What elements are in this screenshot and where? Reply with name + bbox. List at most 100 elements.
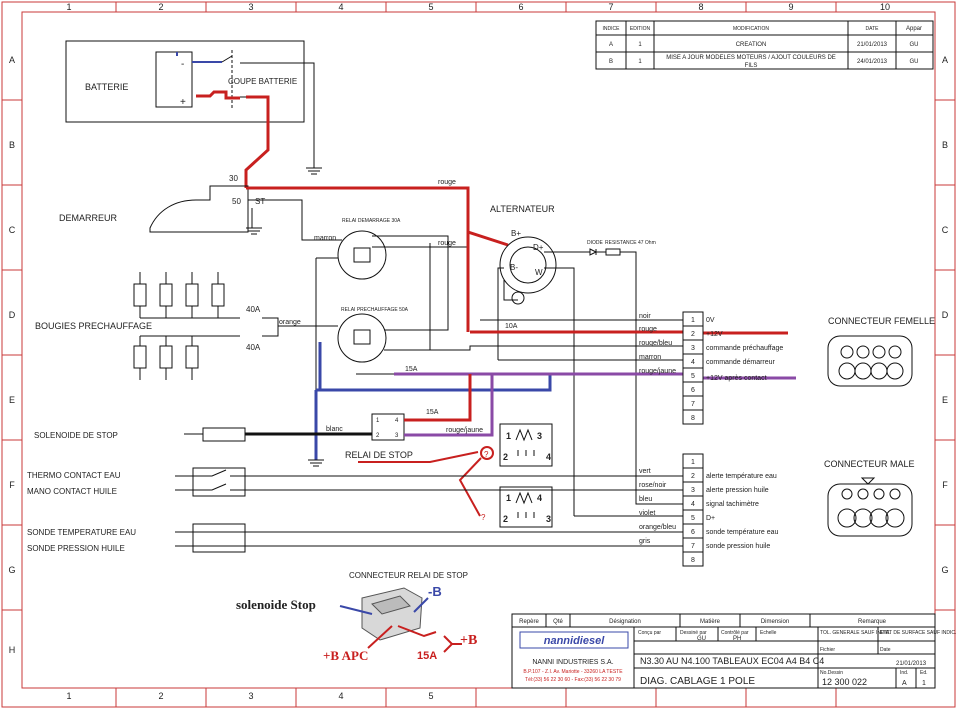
row-label: D <box>942 310 949 320</box>
rev-cell: GU <box>910 59 919 65</box>
conn2-pin: 4 <box>691 501 695 508</box>
row-label: E <box>942 395 948 405</box>
tb-label: Conçu par <box>638 630 661 636</box>
diode-label: DIODE <box>587 240 604 246</box>
conn2-func: alerte pression huile <box>706 487 769 494</box>
col-label: 10 <box>880 2 890 12</box>
rev-header: MODIFICATION <box>733 26 769 32</box>
conn2-pin: 2 <box>691 473 695 480</box>
tb-header: Désignation <box>609 619 641 625</box>
company-phone: Tél:(33) 56 22 30 60 - Fax:(33) 56 22 30… <box>525 677 621 683</box>
relay-pin: 1 <box>506 431 511 441</box>
conn2-pin: 8 <box>691 557 695 564</box>
col-label: 2 <box>158 2 163 12</box>
thermo-label: THERMO CONTACT EAU <box>27 471 121 480</box>
question-mark: ? <box>484 450 489 459</box>
conn2-wire: rose/noir <box>639 482 667 489</box>
conn2-wire: orange/bleu <box>639 524 676 531</box>
row-label: A <box>942 55 948 65</box>
connecteur-relai-label: CONNECTEUR RELAI DE STOP <box>349 571 468 580</box>
conn1-func: 0V <box>706 317 715 324</box>
tb-label: Dessiné par <box>680 630 707 636</box>
stop-relay-pin: 1 <box>376 418 380 424</box>
relay-pin: 1 <box>506 493 511 503</box>
row-label: G <box>8 565 15 575</box>
col-label: 5 <box>428 2 433 12</box>
connector-2: 1 2 3 4 5 6 7 8 vert rose/noir bleu viol… <box>639 453 778 567</box>
rev-header: INDICE <box>603 26 621 32</box>
alternator: ALTERNATEUR B+ D+ B- W <box>490 204 557 305</box>
conn2-func: alerte température eau <box>706 473 777 480</box>
row-label: G <box>941 565 948 575</box>
fuse-40a-label: 40A <box>246 343 261 352</box>
wire-label-rouge: rouge <box>438 179 456 186</box>
tb-label: Date <box>880 647 891 653</box>
glow-plugs-label: BOUGIES PRECHAUFFAGE <box>35 321 152 331</box>
stop-relay-pin: 2 <box>376 433 380 439</box>
tb-label: Fichier <box>820 647 835 653</box>
conn2-pin: 5 <box>691 515 695 522</box>
wire-label-rouge-jaune: rouge/jaune <box>446 427 483 434</box>
conn1-pin: 1 <box>691 317 695 324</box>
rev-cell: GU <box>910 42 919 48</box>
question-mark: ? <box>481 513 486 522</box>
fuse-10a-label: 10A <box>505 323 518 330</box>
rev-cell: B <box>609 59 613 65</box>
conn1-pin: 7 <box>691 401 695 408</box>
company-address: B.P.107 - Z.I. Av. Mariotte - 33260 LA T… <box>523 669 623 675</box>
relay-symbol-2: 1 4 2 3 <box>499 486 553 528</box>
rev-header: Appar <box>906 26 922 32</box>
relay-pin: 3 <box>537 431 542 441</box>
relay-pin: 3 <box>546 514 551 524</box>
stop-relay-pin: 4 <box>395 418 399 424</box>
rev-cell: FILS <box>745 63 758 69</box>
title-block: Repère Qté Désignation Matière Dimension… <box>511 613 956 689</box>
rev-header: EDITION <box>630 26 651 32</box>
minus-b-annotation: -B <box>428 584 442 599</box>
stop-relay-box: 1 2 3 4 <box>371 413 405 441</box>
glow-plugs: BOUGIES PRECHAUFFAGE 40A 40A <box>35 272 261 380</box>
fuse-15a-label: 15A <box>405 366 418 373</box>
solenoid-stop-annotation: solenoide Stop <box>236 597 316 612</box>
conn2-func: signal tachimètre <box>706 501 759 508</box>
conn1-pin: 3 <box>691 345 695 352</box>
plus-b-annotation: +B <box>460 633 477 648</box>
company-name: NANNI INDUSTRIES S.A. <box>532 659 613 666</box>
conn1-func: commande préchauffage <box>706 345 783 352</box>
conn1-wire: rouge/jaune <box>639 368 676 375</box>
row-label: B <box>9 140 15 150</box>
conn1-wire: rouge <box>639 326 657 333</box>
relay-pin: 2 <box>503 452 508 462</box>
tb-value: 21/01/2013 <box>896 661 927 667</box>
rev-cell: 1 <box>638 59 642 65</box>
relay-symbol-1: 1 3 2 4 <box>499 423 553 467</box>
conn2-pin: 1 <box>691 459 695 466</box>
company-logo: nannidiesel <box>544 635 605 647</box>
row-label: A <box>9 55 15 65</box>
tb-header: Qté <box>553 619 563 625</box>
col-label: 4 <box>338 2 343 12</box>
rev-header: DATE <box>866 26 880 32</box>
battery-plus: + <box>180 97 186 108</box>
mano-label: MANO CONTACT HUILE <box>27 487 117 496</box>
wire-label-blanc: blanc <box>326 426 343 433</box>
relay-demarrage-label: RELAI DEMARRAGE 30A <box>342 218 401 224</box>
tb-label: Contrôlé par <box>721 630 749 636</box>
conn2-pin: 3 <box>691 487 695 494</box>
tb-label: TOL. GENERALE SAUF INDIC. <box>820 630 891 636</box>
tb-value: GU <box>697 636 706 642</box>
tb-header: Matière <box>700 619 721 625</box>
tb-label: Echelle <box>760 630 777 636</box>
relay-pin: 2 <box>503 514 508 524</box>
conn2-wire: vert <box>639 468 651 475</box>
conn1-pin: 6 <box>691 387 695 394</box>
col-label: 6 <box>518 2 523 12</box>
relay-pin: 4 <box>537 493 542 503</box>
col-label: 4 <box>338 691 343 701</box>
fuse-15a-label: 15A <box>426 409 439 416</box>
col-label: 1 <box>66 691 71 701</box>
conn1-wire: rouge/bleu <box>639 340 672 347</box>
connector-1: 1 2 3 4 5 6 7 8 noir rouge rouge/bleu ma… <box>639 311 783 425</box>
